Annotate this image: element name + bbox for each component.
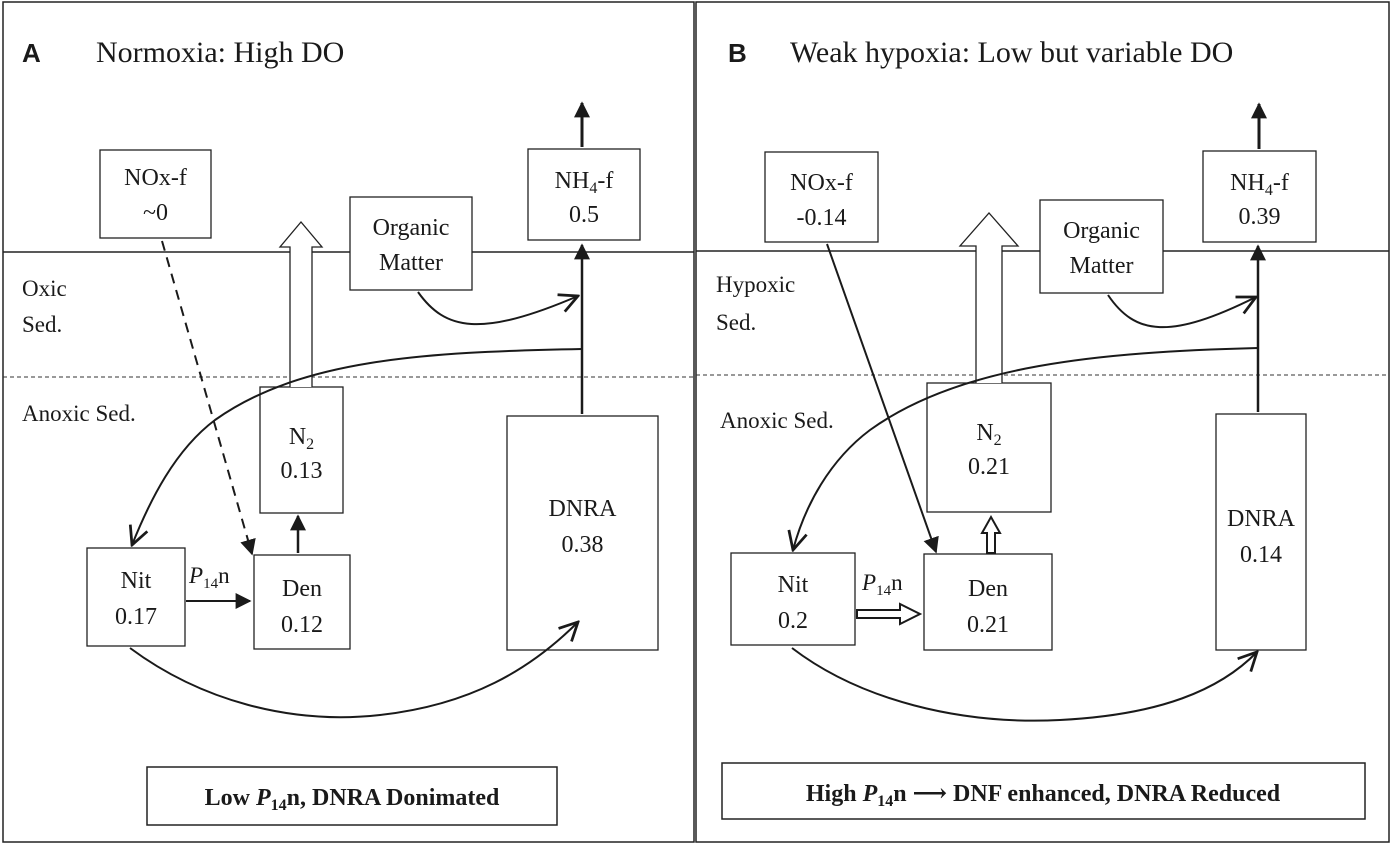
nox-f-value-b: -0.14 <box>797 205 847 231</box>
panel-b: B Weak hypoxia: Low but variable DO Hypo… <box>695 1 1390 843</box>
box-nit-a <box>86 547 186 647</box>
box-nox-f-b <box>764 151 879 243</box>
zone-label-anoxic-a: Anoxic Sed. <box>22 401 136 426</box>
zone-label-anoxic-b: Anoxic Sed. <box>720 408 834 433</box>
dnra-label-a: DNRA <box>548 496 617 522</box>
dnra-label-b: DNRA <box>1227 506 1296 532</box>
nh4-f-label-a: NH4-f <box>555 168 614 197</box>
organic-matter-label-a: Organic <box>373 215 450 241</box>
panel-a-frame <box>2 1 695 843</box>
nox-f-label-b: NOx-f <box>790 170 853 196</box>
nit-label-b: Nit <box>778 572 809 598</box>
box-nit-b <box>730 552 856 646</box>
nit-value-b: 0.2 <box>778 608 808 634</box>
nh4-f-value-b: 0.39 <box>1239 204 1281 230</box>
den-label-b: Den <box>968 576 1008 602</box>
nox-f-label-a: NOx-f <box>124 165 187 191</box>
zone-label-oxic-a: Oxic Sed. <box>22 276 72 337</box>
panel-a: A Normoxia: High DO Oxic Sed. Anoxic Sed… <box>2 1 695 843</box>
organic-matter-label2-a: Matter <box>379 250 443 276</box>
panel-title-a: Normoxia: High DO <box>96 36 344 69</box>
box-n2-a <box>259 386 344 514</box>
den-value-a: 0.12 <box>281 612 323 638</box>
p14n-label-b: P14n <box>861 570 903 599</box>
panel-title-b: Weak hypoxia: Low but variable DO <box>790 36 1233 69</box>
box-nh4-f-a <box>527 148 641 241</box>
panel-letter-b: B <box>728 38 747 68</box>
box-dnra-a <box>506 415 659 651</box>
panel-b-frame <box>695 1 1390 843</box>
arrow-nox-to-den-a <box>161 240 256 556</box>
n2-label-a: N2 <box>289 424 314 453</box>
box-dnra-b <box>1215 413 1307 651</box>
summary-box-b <box>721 762 1366 820</box>
box-nox-f-a <box>99 149 212 239</box>
arrow-nh4-to-nit-b <box>793 347 1259 550</box>
arrow-n2-efflux-b <box>958 212 1020 383</box>
arrow-nox-to-den-b <box>826 243 939 554</box>
arrow-den-to-n2-b <box>980 514 1002 554</box>
summary-text-b: High P14n ⟶ DNF enhanced, DNRA Reduced <box>806 781 1281 810</box>
p14n-label-a: P14n <box>188 563 230 592</box>
organic-matter-label2-b: Matter <box>1070 253 1134 279</box>
arrow-nit-to-den-b <box>856 602 923 626</box>
nh4-f-value-a: 0.5 <box>569 202 599 228</box>
nh4-f-label-b: NH4-f <box>1230 170 1289 199</box>
panel-letter-a: A <box>22 38 41 68</box>
arrow-nit-to-dnra-b <box>791 647 1257 722</box>
nit-value-a: 0.17 <box>115 604 157 630</box>
nit-label-a: Nit <box>121 568 152 594</box>
box-organic-matter-a <box>349 196 473 291</box>
arrow-om-to-nh4-b <box>1107 294 1256 329</box>
box-n2-b <box>926 382 1052 513</box>
nox-f-value-a: ~0 <box>143 200 168 226</box>
den-label-a: Den <box>282 576 322 602</box>
arrow-nh4-to-nit-a <box>132 348 583 545</box>
n2-value-b: 0.21 <box>968 454 1010 480</box>
organic-matter-label-b: Organic <box>1063 218 1140 244</box>
zone-label-hypoxic-b: Hypoxic Sed. <box>716 272 801 335</box>
box-den-b <box>923 553 1053 651</box>
box-organic-matter-b <box>1039 199 1164 294</box>
dnra-value-a: 0.38 <box>562 532 604 558</box>
box-den-a <box>253 554 351 650</box>
n2-value-a: 0.13 <box>281 458 323 484</box>
summary-text-a: Low P14n, DNRA Donimated <box>205 785 500 814</box>
summary-box-a <box>146 766 558 826</box>
den-value-b: 0.21 <box>967 612 1009 638</box>
box-nh4-f-b <box>1202 150 1317 243</box>
n2-label-b: N2 <box>976 420 1001 449</box>
arrow-n2-efflux-a <box>278 220 324 387</box>
arrow-om-to-nh4-a <box>417 291 578 326</box>
arrow-nit-to-dnra-a <box>129 622 578 719</box>
dnra-value-b: 0.14 <box>1240 542 1282 568</box>
